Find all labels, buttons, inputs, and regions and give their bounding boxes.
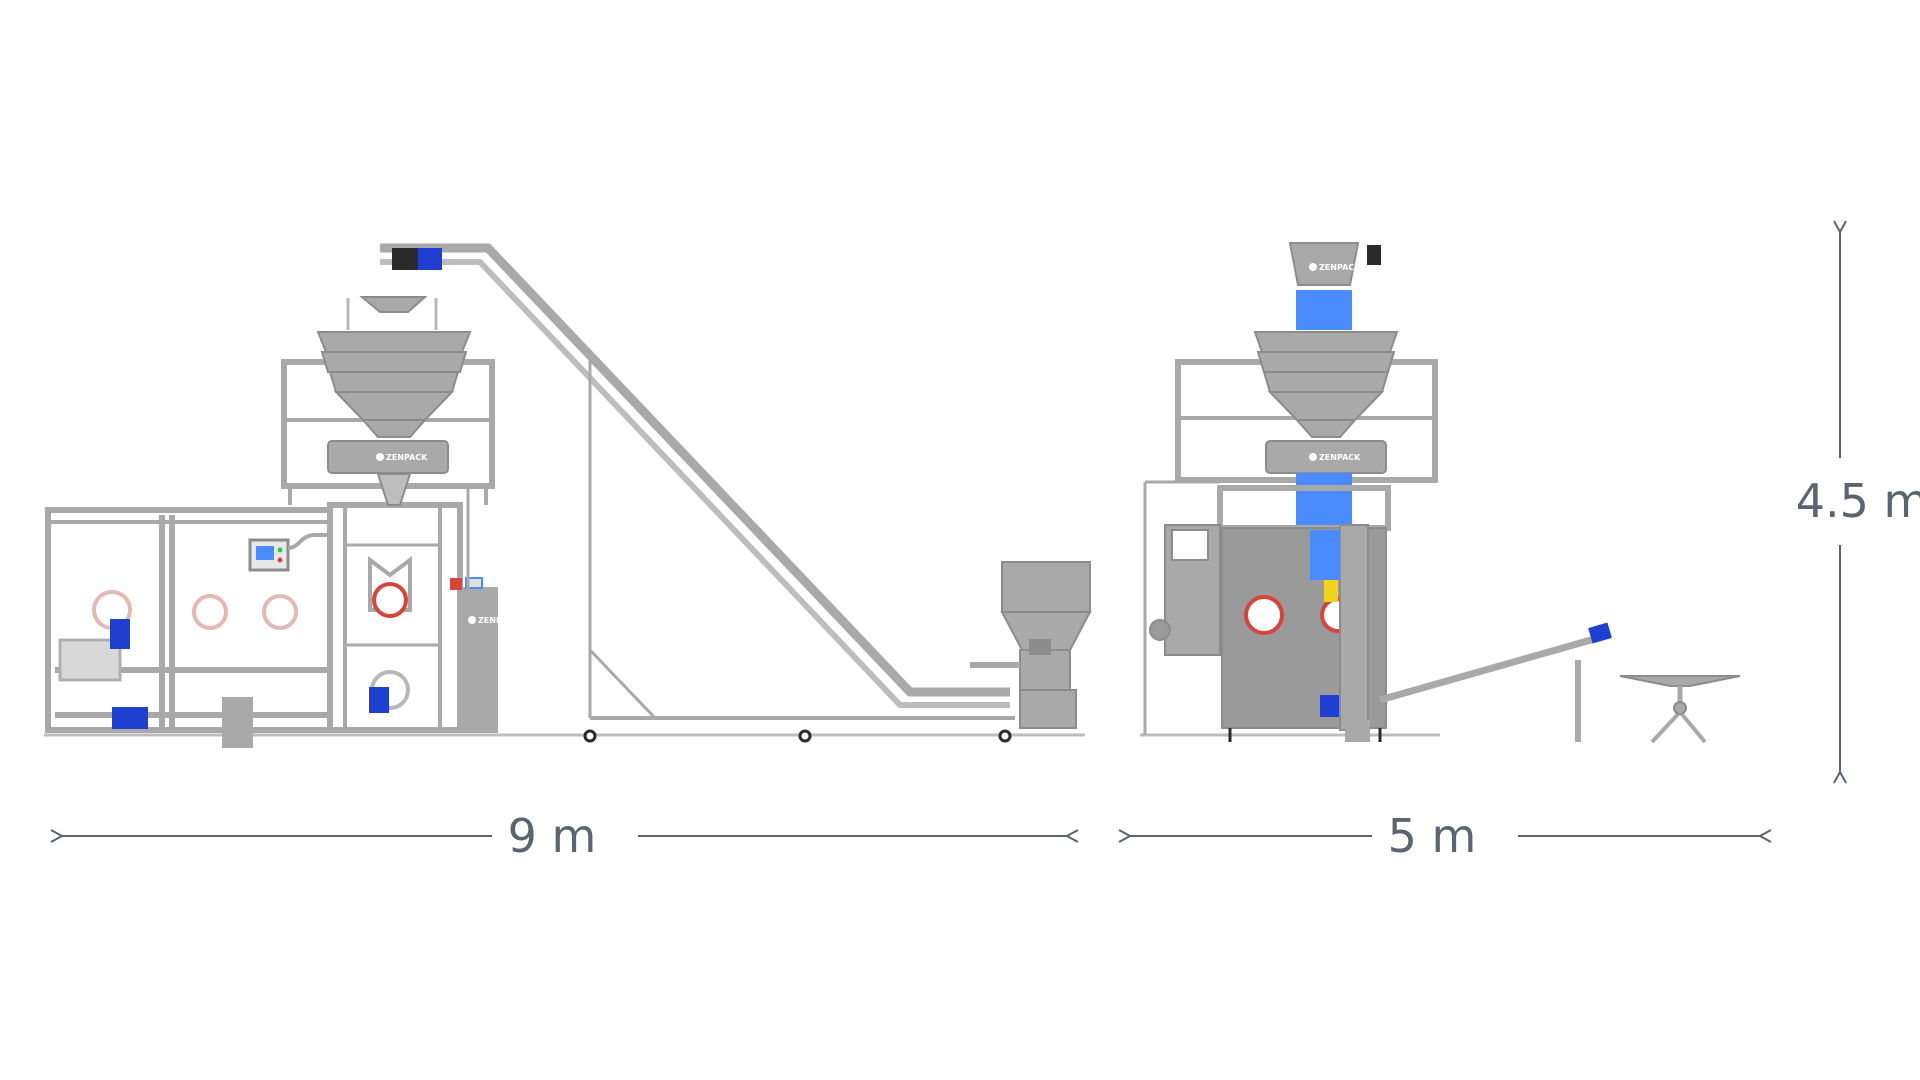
brand-logo-text: ZENPACK — [1319, 263, 1361, 272]
output-conveyor — [1379, 622, 1612, 742]
dimension-width-right: 5 m — [1130, 809, 1760, 863]
right-machine: ZENPACK ZENPACK — [1140, 242, 1741, 744]
brand-logo-2: ZENPACK — [468, 616, 520, 625]
brand-logo-text: ZENPACK — [386, 453, 428, 462]
feeder-hopper — [970, 561, 1092, 729]
dimension-width-left: 9 m — [62, 809, 1067, 863]
vffs-bagger-left: ZENPACK — [327, 502, 520, 733]
left-machine: ZENPACK ZENPACK — [44, 243, 1092, 748]
dimension-label: 9 m — [508, 809, 597, 863]
dimension-label: 4.5 m — [1796, 474, 1920, 528]
multihead-weigher-right: ZENPACK — [1253, 331, 1399, 528]
vffs-body-right — [1149, 485, 1391, 742]
dimension-height: 4.5 m — [1796, 232, 1920, 772]
brand-logo-text: ZENPACK — [1319, 453, 1361, 462]
brand-logo-3: ZENPACK — [1309, 263, 1361, 272]
brand-logo-4: ZENPACK — [1309, 453, 1361, 462]
inclined-elevator — [380, 243, 1015, 743]
dimension-label: 5 m — [1388, 809, 1477, 863]
top-hopper-right: ZENPACK — [1288, 242, 1381, 330]
box-packing-frame — [45, 507, 333, 748]
brand-logo-text: ZENPACK — [478, 616, 520, 625]
multihead-weigher-left: ZENPACK — [316, 296, 472, 506]
rotary-table — [1619, 675, 1741, 744]
brand-logo-1: ZENPACK — [376, 453, 428, 462]
